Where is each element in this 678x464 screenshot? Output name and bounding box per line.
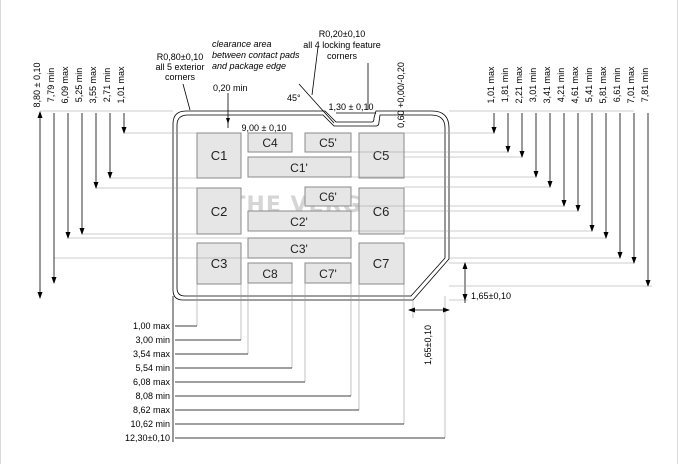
left-dim-2: 6,09 max xyxy=(60,66,70,104)
bottom-dim-3: 5,54 min xyxy=(135,363,170,373)
locking-radius-note-2: all 4 locking feature xyxy=(303,40,381,50)
notch-width-label: 1,30 ± 0,10 xyxy=(329,102,374,112)
notch-depth-label: 0,60 +0,00/-0,20 xyxy=(396,62,406,128)
pad-c3 xyxy=(196,242,242,285)
right-dim-arrow-2 xyxy=(519,151,525,158)
right-dim-3: 3,01 min xyxy=(528,68,538,103)
notch-angle-leader xyxy=(298,83,335,124)
right-dim-arrow-8 xyxy=(603,232,609,239)
right-dims-drawn: 1,01 max 1,81 min 2,21 max 3,01 min 3,41 max… xyxy=(449,66,652,287)
clearance-note-2: between contact pads xyxy=(212,50,300,60)
right-dim-arrow-9 xyxy=(617,252,623,259)
right-dim-5: 4,21 min xyxy=(556,68,566,103)
contact-pads: C1 C2 C3 C4 C5' C1' C6' C2' C3' C8 C7' C… xyxy=(196,132,405,285)
exterior-radius-note-1: R0,80±0,10 xyxy=(157,52,203,62)
right-dim-arrow-10 xyxy=(631,257,637,264)
right-dim-6: 4,61 max xyxy=(570,66,580,104)
pad-c5 xyxy=(358,132,405,179)
pad-label-c1: C1 xyxy=(211,148,228,163)
left-dim-6: 1,01 max xyxy=(116,66,126,104)
bottom-dim-4: 6,08 max xyxy=(133,377,171,387)
locking-radius-leader-a xyxy=(311,46,319,96)
chamfer-v-label: 1,65±0,10 xyxy=(423,325,433,365)
pad-c7 xyxy=(358,242,405,285)
left-dim-5: 2,71 min xyxy=(102,68,112,103)
right-dim-arrow-11 xyxy=(645,280,651,287)
bottom-dim-1: 3,00 min xyxy=(135,335,170,345)
pad-c5p xyxy=(304,132,352,153)
clearance-note-3: and package edge xyxy=(212,61,286,71)
pad-label-c2p: C2' xyxy=(290,215,308,229)
clearance-min-label: 0,20 min xyxy=(213,83,248,93)
pad-c2 xyxy=(196,187,242,235)
pad-label-c7p: C7' xyxy=(319,267,337,281)
pad-label-c7: C7 xyxy=(373,256,390,271)
right-dim-4: 3,41 max xyxy=(542,66,552,104)
right-dim-arrow-7 xyxy=(589,225,595,232)
right-dim-arrow-3 xyxy=(533,171,539,178)
pad-label-c6p: C6' xyxy=(319,190,337,204)
pad-label-c8: C8 xyxy=(262,267,278,281)
locking-radius-note-1: R0,20±0,10 xyxy=(319,29,365,39)
right-dim-2: 2,21 max xyxy=(514,66,524,104)
pad-label-c4: C4 xyxy=(262,136,278,150)
right-dim-10: 7,01 max xyxy=(626,66,636,104)
chamfer-dimensions: 1,65±0,10 1,65±0,10 xyxy=(408,262,511,365)
right-dim-arrow-0 xyxy=(491,127,497,134)
pad-c1p xyxy=(247,156,352,178)
bottom-dim-8: 12,30±0,10 xyxy=(125,433,170,443)
right-dim-arrow-6 xyxy=(575,205,581,212)
left-dim-3: 5,25 min xyxy=(74,68,84,103)
exterior-radius-note-2: all 5 exterior xyxy=(155,62,204,72)
right-dim-arrow-5 xyxy=(561,200,567,207)
exterior-radius-leader xyxy=(182,83,191,111)
bottom-dim-5: 8,08 min xyxy=(135,391,170,401)
pad-c6 xyxy=(358,187,405,235)
pad-c3p xyxy=(247,237,352,259)
bottom-dim-0: 1,00 max xyxy=(133,321,171,331)
pad-c6p xyxy=(304,186,352,207)
left-dim-1: 7,79 min xyxy=(46,68,56,103)
pad-c8 xyxy=(247,262,293,284)
card-outline xyxy=(172,110,450,301)
pad-c4 xyxy=(247,132,293,153)
top-annotations: R0,80±0,10 all 5 exterior corners cleara… xyxy=(155,29,406,133)
right-dim-arrow-1 xyxy=(505,146,511,153)
pad-label-c2: C2 xyxy=(211,204,228,219)
right-dim-7: 5,41 min xyxy=(584,68,594,103)
notch-angle-label: 45° xyxy=(287,93,301,103)
pad-label-c3p: C3' xyxy=(290,242,308,256)
pad-c7p xyxy=(304,262,352,284)
right-dim-9: 6,61 min xyxy=(612,68,622,103)
chamfer-h-label: 1,65±0,10 xyxy=(471,291,511,301)
clearance-note-1: clearance area xyxy=(212,39,272,49)
bottom-dim-2: 3,54 max xyxy=(133,349,171,359)
right-dim-arrow-4 xyxy=(547,181,553,188)
inner-width-label: 9,00 ± 0,10 xyxy=(242,123,287,133)
right-dim-0: 1,01 max xyxy=(486,66,496,104)
right-dim-11: 7,81 min xyxy=(640,68,650,103)
pad-label-c5p: C5' xyxy=(319,136,337,150)
pad-c1 xyxy=(196,132,242,179)
pad-c2p xyxy=(247,210,352,232)
pad-label-c1p: C1' xyxy=(290,161,308,175)
right-vertical-dimensions xyxy=(351,110,634,264)
exterior-radius-note-3: corners xyxy=(165,72,196,82)
pad-label-c5: C5 xyxy=(373,148,390,163)
bottom-horizontal-dimensions: 1,00 max 3,00 min 3,54 max 5,54 min 6,08… xyxy=(125,283,446,443)
left-dim-0: 8,80 ± 0,10 xyxy=(32,63,42,108)
pad-label-c3: C3 xyxy=(211,256,228,271)
left-vertical-dimensions: 8,80 ± 0,10 7,79 min 6,09 max 5,25 min 3… xyxy=(32,63,248,299)
pad-label-c6: C6 xyxy=(373,204,390,219)
bottom-dim-6: 8,62 max xyxy=(133,405,171,415)
right-dim-1: 1,81 min xyxy=(500,68,510,103)
left-dim-4: 3,55 max xyxy=(88,66,98,104)
right-dim-8: 5,81 max xyxy=(598,66,608,104)
locking-radius-note-3: corners xyxy=(327,51,358,61)
bottom-dim-7: 10,62 min xyxy=(130,419,170,429)
